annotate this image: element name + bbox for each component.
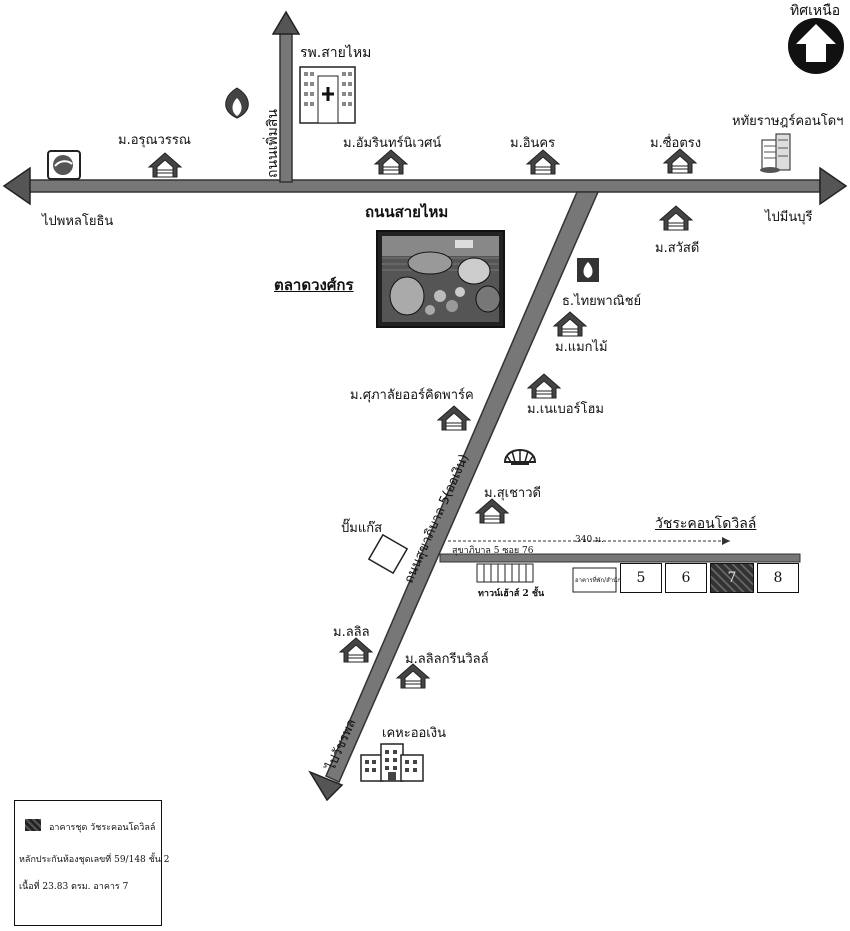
bank-label: ธ.ไทยพาณิชย์ — [562, 294, 642, 309]
main-road-label: ถนนสายไหม — [365, 203, 449, 221]
office-box — [572, 567, 617, 593]
shell-icon — [503, 449, 537, 465]
kheha-label: เคหะออเงิน — [382, 726, 446, 741]
lotus-icon — [225, 87, 249, 119]
townhouse-label: ทาวน์เฮ้าส์ 2 ชั้น — [478, 589, 545, 599]
lalin-label: ม.ลลิล — [333, 625, 370, 640]
building-5: 5 — [620, 563, 662, 593]
legend-line-1: อาคารชุด วัชระคอนโดวิลล์ — [49, 823, 156, 833]
distance-label: 340 ม. — [575, 535, 604, 545]
building-8: 8 — [757, 563, 799, 593]
legend-swatch — [25, 819, 41, 831]
supalai-label: ม.ศุภาลัยออร์คิดพาร์ค — [350, 388, 474, 403]
amarin-label: ม.อัมรินทร์นิเวศน์ — [343, 136, 442, 151]
house-icon — [659, 205, 693, 231]
house-icon — [148, 152, 182, 178]
hospital-label: รพ.สายไหม — [300, 45, 372, 61]
house-icon — [527, 373, 561, 399]
kheha-icon — [360, 743, 424, 782]
north-arrow-icon — [788, 18, 844, 74]
main-road — [2, 166, 848, 206]
suchaowadee-label: ม.สุเชาวดี — [484, 486, 541, 501]
side-road-label: ถนนเพิ่มสิน — [265, 109, 281, 178]
soi-label: สุขาภิบาล 5 ซอย 76 — [452, 546, 534, 556]
house-icon — [526, 149, 560, 175]
house-icon — [553, 311, 587, 337]
house-icon — [374, 149, 408, 175]
project-label: วัชระคอนโดวิลล์ — [655, 516, 757, 532]
bank-icon — [577, 258, 599, 282]
legend-line-3: เนื้อที่ 23.83 ตรม. อาคาร 7 — [19, 882, 129, 892]
lalin-green-label: ม.ลลิลกรีนวิลล์ — [405, 652, 489, 667]
market-picture-icon — [376, 230, 505, 328]
legend-line-2: หลักประกันห้องชุดเลขที่ 59/148 ชั้น 2 — [19, 855, 170, 865]
side-road — [271, 10, 301, 183]
gas-label: ปั๊มแก๊ส — [341, 521, 383, 536]
west-direction: ไปพหลโยธิน — [42, 214, 114, 229]
neighbor-label: ม.เนเบอร์โฮม — [527, 402, 605, 417]
soi-road — [439, 537, 801, 563]
market-label: ตลาดวงศ์กร — [274, 276, 354, 294]
maekmai-label: ม.แมกไม้ — [555, 340, 608, 355]
condo-label: หทัยราษฎร์คอนโดฯ — [732, 114, 844, 129]
condo-icon — [760, 133, 791, 173]
diagonal-road — [308, 191, 600, 802]
building-6: 6 — [665, 563, 707, 593]
building-7: 7 — [710, 563, 754, 593]
legend-box: อาคารชุด วัชระคอนโดวิลล์ หลักประกันห้องช… — [14, 800, 169, 926]
ptt-icon — [47, 150, 81, 180]
house-icon — [437, 405, 471, 431]
gas-station-box — [367, 533, 409, 575]
aroonwan-label: ม.อรุณวรรณ — [118, 133, 191, 148]
townhouse-block — [476, 563, 534, 583]
sawasdee-label: ม.สวัสดี — [655, 241, 700, 256]
east-direction: ไปมีนบุรี — [765, 210, 813, 225]
office-label: อาคารที่พัก/สำนักงาน — [575, 577, 632, 584]
hospital-icon — [299, 66, 356, 124]
north-label: ทิศเหนือ — [790, 3, 841, 19]
suetrong-label: ม.ซื่อตรง — [650, 136, 702, 151]
ainakorn-label: ม.อินคร — [510, 136, 556, 151]
